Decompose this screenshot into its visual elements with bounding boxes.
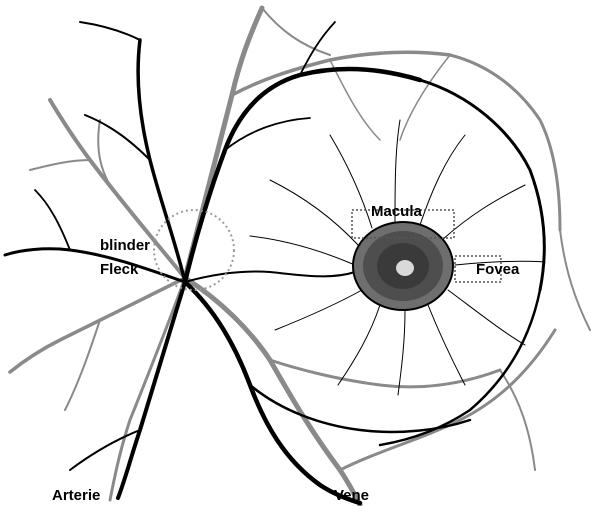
artery-label: Arterie bbox=[52, 488, 100, 503]
vein-label: Vene bbox=[334, 488, 369, 503]
blind-spot-label-line2: Fleck bbox=[100, 262, 138, 277]
macula-disc bbox=[353, 222, 453, 310]
blind-spot-label-line1: blinder bbox=[100, 238, 150, 253]
vein-network bbox=[10, 8, 590, 505]
artery-network bbox=[5, 22, 544, 503]
macula-label: Macula bbox=[371, 204, 422, 219]
fovea-label: Fovea bbox=[476, 262, 519, 277]
